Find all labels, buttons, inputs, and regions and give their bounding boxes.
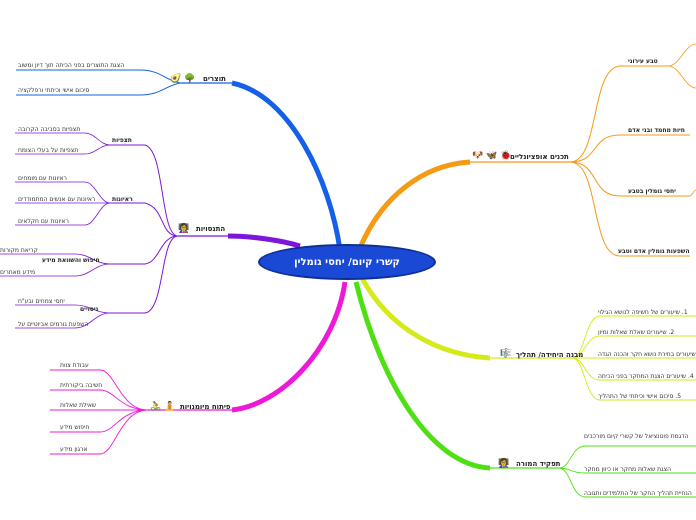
branch-hitnasuyot-lines	[0, 132, 301, 329]
branch-pituach-title[interactable]: פיתוח מיומנויות	[180, 403, 231, 411]
tozarim-item-2[interactable]: סיכום אישי וכיתתי ורפלקציה	[18, 87, 90, 94]
teacher-icon: 👩‍🏫	[178, 224, 190, 234]
tachanim-sub-nature-relations[interactable]: יחסי גומלין בטבע	[628, 188, 676, 195]
info-search-item-1[interactable]: קריאת מקורות	[0, 247, 38, 254]
mivne-item-4[interactable]: 4. שיעורים הצגת המחקר בפני הכיתה	[598, 373, 694, 380]
mivne-item-1[interactable]: 1. שיעורים של חשיפה לנושא הגילוי	[598, 309, 688, 316]
branch-tachanim-lines	[357, 43, 696, 257]
music-score-icon: 🎼	[500, 349, 512, 359]
skills-item-1[interactable]: עבודת צוות	[60, 362, 89, 369]
interviews-item-2[interactable]: ראיונות עם אנשים המתמודדים	[18, 196, 96, 203]
interviews-item-3[interactable]: ראיונות עם חקלאים	[18, 218, 69, 225]
skills-item-2[interactable]: חשיבה ביקורתית	[60, 382, 103, 389]
tozarim-item-1[interactable]: הצגת התוצרים בפני הכיתה תוך דיון ומשוב	[18, 62, 125, 69]
branch-tozarim-lines	[16, 69, 343, 251]
central-topic[interactable]: קשרי קיום/ יחסי גומלין	[258, 244, 436, 280]
experiments-item-2[interactable]: השפעת גורמים אביוטיים על	[18, 321, 89, 328]
branch-hitnasuyot-title[interactable]: התנסויות	[196, 225, 226, 233]
branch-tafkid-title[interactable]: תפקיד המורה	[516, 460, 561, 468]
skills-item-3[interactable]: שאילת שאלות	[60, 402, 97, 409]
dog-butterfly-ladybug-icon: 🐶 🦋 🐞	[472, 151, 512, 161]
tafkid-item-1[interactable]: הדגמת פוטנציאל של קשרי קיום מורכבים	[584, 433, 689, 440]
branch-pituach-lines	[50, 281, 348, 455]
teacher-role-icon: 👩‍🏫	[498, 459, 510, 469]
observations-item-2[interactable]: תצפיות על בעלי הצומח	[18, 147, 79, 154]
info-search-item-2[interactable]: מידע מאתרים	[0, 269, 36, 276]
hitnasuyot-sub-interviews[interactable]: ראיונות	[112, 196, 133, 203]
mivne-item-3[interactable]: 3. שיעורים בחירת נושא חקר והכנה הגדה	[598, 351, 696, 358]
tachanim-sub-human-nature[interactable]: השפעות גומלין אדם וטבע	[618, 248, 690, 255]
skills-item-4[interactable]: חיפוש מידע	[60, 424, 90, 431]
experiments-item-1[interactable]: יחסי צמחים ובע"ח	[18, 298, 65, 305]
central-topic-label: קשרי קיום/ יחסי גומלין	[294, 256, 400, 268]
skills-item-5[interactable]: ארגון מידע	[60, 446, 88, 453]
tafkid-item-3[interactable]: הנחיית תהליך החקר של התלמידים ותגובה	[584, 490, 692, 497]
observations-item-1[interactable]: תצפיות בסביבה הקרובה	[18, 126, 81, 133]
hitnasuyot-sub-experiments[interactable]: ניסויים	[80, 306, 99, 313]
tachanim-sub-pets[interactable]: חיות מחמד ובני אדם	[628, 127, 685, 134]
branch-tafkid-lines	[353, 281, 696, 498]
hitnasuyot-sub-info-search[interactable]: חיפוש והשוואת מידע	[42, 257, 100, 264]
branch-tozarim-title[interactable]: תוצרים	[203, 75, 226, 83]
mivne-item-5[interactable]: 5. סיכום אישי וכיתתי של התהליך	[598, 393, 682, 400]
branch-tachanim-title[interactable]: תכנים אופציונליים	[510, 153, 569, 161]
branch-mivne-title[interactable]: מבנה היחידה/ תהליך	[516, 351, 584, 359]
mivne-item-2[interactable]: 2. שיעורים שאלת שאלות ומיון	[598, 329, 675, 336]
tafkid-item-2[interactable]: הצגת שאלות מחקר או כיוון מחקר	[584, 466, 672, 473]
cyclist-meditation-icon: 🚴 🧘	[150, 402, 176, 412]
tachanim-sub-urban-nature[interactable]: טבע עירוני	[628, 58, 658, 65]
branch-mivne-lines	[359, 276, 696, 401]
hitnasuyot-sub-observations[interactable]: תצפיות	[112, 137, 132, 144]
interviews-item-1[interactable]: ראיונות עם מומחים	[18, 175, 67, 182]
avocado-tree-icon: 🥑 🌳	[170, 74, 196, 84]
